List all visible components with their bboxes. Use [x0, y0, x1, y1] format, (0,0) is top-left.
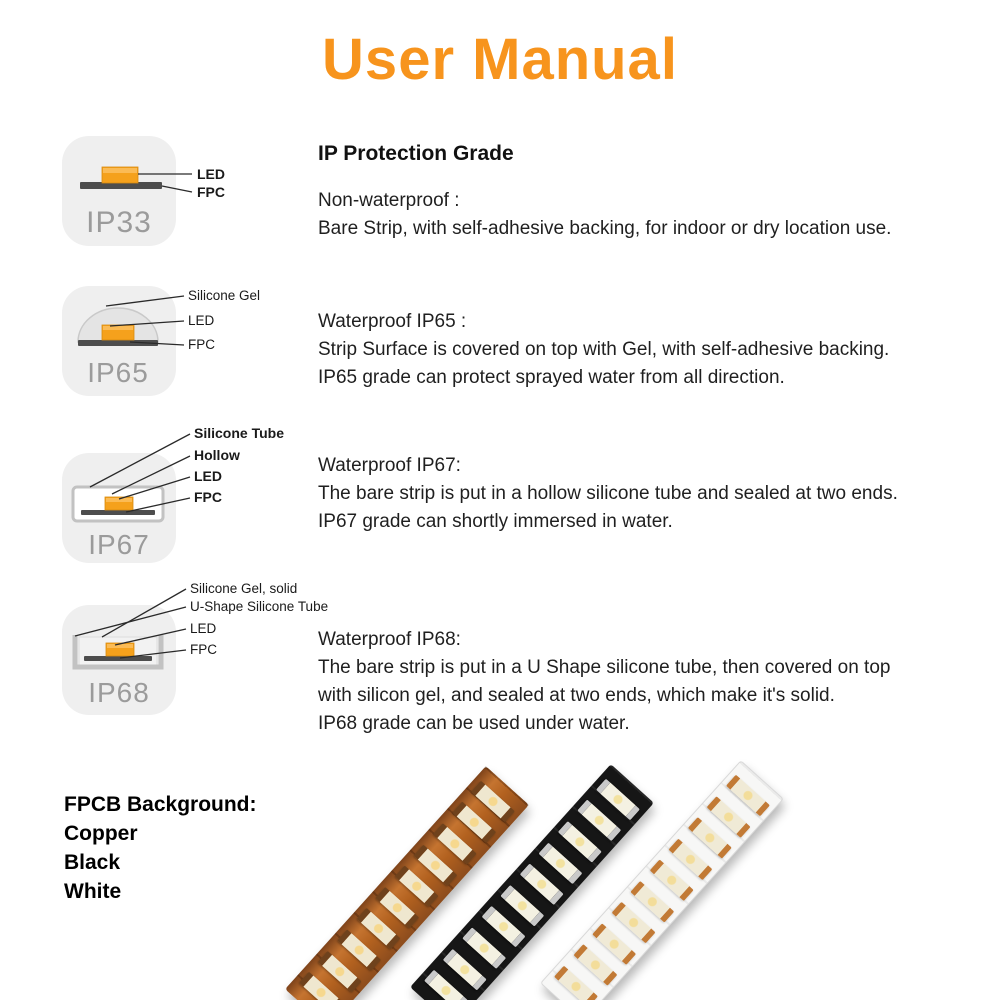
ip68-line-3: IP68 grade can be used under water. — [318, 713, 630, 734]
ip67-diagram: IP67 Silicone Tube Hollow LED FPC — [62, 425, 284, 563]
ip68-fpc-bar — [84, 656, 152, 661]
ip68-led-highlight — [107, 644, 133, 648]
ip68-line-1: The bare strip is put in a U Shape silic… — [318, 657, 891, 678]
ip67-silicone-tube-label: Silicone Tube — [194, 425, 284, 441]
ip33-led-highlight — [103, 168, 137, 173]
ip68-badge-label: IP68 — [88, 677, 150, 708]
ip67-line-2: IP67 grade can shortly immersed in water… — [318, 511, 673, 532]
ip67-title: Waterproof IP67: — [318, 455, 461, 476]
ip68-led-label: LED — [190, 621, 217, 636]
non-waterproof-line-1: Bare Strip, with self-adhesive backing, … — [318, 218, 892, 239]
ip33-led-label: LED — [197, 166, 225, 182]
ip65-leader-lines — [105, 295, 185, 346]
section-non-waterproof: IP Protection Grade Non-waterproof : Bar… — [318, 142, 891, 243]
fpcb-background-block: FPCB Background: Copper Black White — [64, 790, 257, 906]
non-waterproof-title: Non-waterproof : — [318, 190, 460, 211]
ip67-leader-lines — [89, 433, 191, 513]
page-title: User Manual — [322, 27, 678, 92]
ip65-line-2: IP65 grade can protect sprayed water fro… — [318, 367, 785, 388]
ip67-hollow-label: Hollow — [194, 447, 240, 463]
ip67-line-1: The bare strip is put in a hollow silico… — [318, 483, 898, 504]
ip68-u-shape-tube — [72, 635, 164, 670]
ip65-title: Waterproof IP65 : — [318, 311, 467, 332]
section-waterproof-ip65: Waterproof IP65 : Strip Surface is cover… — [318, 308, 889, 392]
ip68-fpc-label: FPC — [190, 642, 217, 657]
ip65-led-label: LED — [188, 313, 215, 328]
fpcb-option-white: White — [64, 880, 122, 903]
ip65-line-1: Strip Surface is covered on top with Gel… — [318, 339, 890, 360]
ip68-leader-lines — [74, 588, 187, 659]
ip68-gel-label: Silicone Gel, solid — [190, 581, 297, 596]
fpcb-heading: FPCB Background: — [64, 793, 257, 816]
ip67-badge-label: IP67 — [88, 529, 150, 560]
ip68-tube-label: U-Shape Silicone Tube — [190, 599, 328, 614]
ip65-fpc-bar — [78, 340, 158, 346]
ip68-line-2: with silicon gel, and sealed at two ends… — [318, 685, 835, 706]
ip67-led-label: LED — [194, 468, 222, 484]
fpcb-option-black: Black — [64, 851, 121, 874]
fpcb-option-copper: Copper — [64, 822, 138, 845]
section-waterproof-ip67: Waterproof IP67: The bare strip is put i… — [318, 452, 898, 536]
ip67-fpc-bar — [81, 510, 155, 515]
ip65-diagram: IP65 Silicone Gel LED FPC — [62, 286, 260, 396]
ip67-led-highlight — [106, 498, 132, 502]
ip-protection-grade-heading: IP Protection Grade — [318, 142, 514, 165]
ip65-silicone-gel-label: Silicone Gel — [188, 288, 260, 303]
ip65-fpc-label: FPC — [188, 337, 215, 352]
section-waterproof-ip68: Waterproof IP68: The bare strip is put i… — [318, 626, 890, 738]
ip33-fpc-bar — [80, 182, 162, 189]
ip68-diagram: IP68 Silicone Gel, solid U-Shape Silicon… — [62, 581, 328, 715]
ip65-led-highlight — [103, 326, 133, 330]
ip33-badge-label: IP33 — [86, 206, 152, 239]
ip33-fpc-label: FPC — [197, 184, 225, 200]
led-strips-photo — [285, 760, 800, 1000]
ip33-leader-lines — [138, 173, 193, 193]
ip67-fpc-label: FPC — [194, 489, 222, 505]
ip68-title: Waterproof IP68: — [318, 629, 461, 650]
ip65-badge-label: IP65 — [87, 357, 149, 388]
ip33-badge-background — [62, 136, 176, 246]
ip33-diagram: IP33 LED FPC — [62, 136, 225, 246]
